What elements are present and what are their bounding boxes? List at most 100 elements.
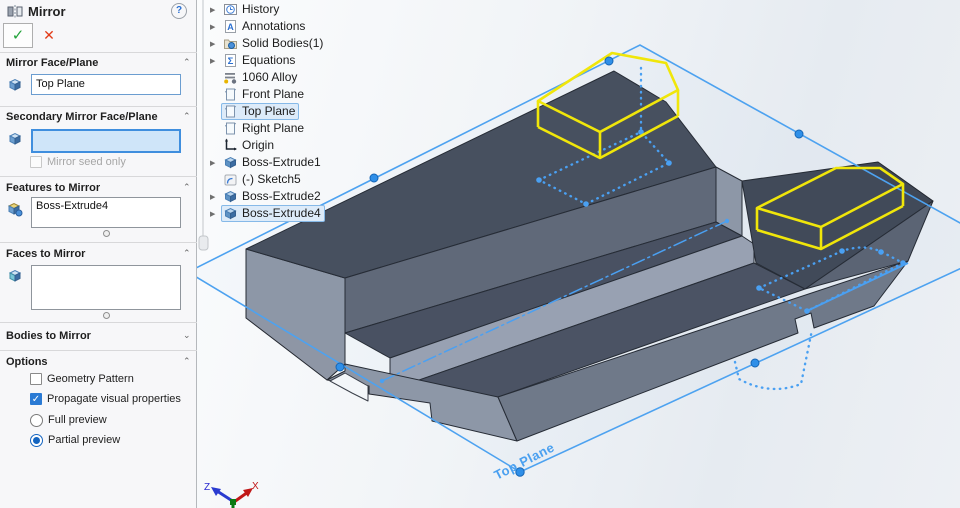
mirror-face-input[interactable]: Top Plane [31,74,181,95]
secondary-mirror-face-input[interactable] [31,129,181,153]
tree-pane-divider[interactable] [198,0,209,251]
svg-text:A: A [227,22,234,32]
mirror-seed-only-label: Mirror seed only [47,156,126,168]
section-faces-header[interactable]: Faces to Mirror [6,248,86,260]
tree-item-boss-extrude2[interactable]: ▶ Boss-Extrude2 [210,188,395,205]
collapse-caret[interactable]: ⌃ [183,356,191,366]
tree-item-body[interactable]: Solid Bodies(1) [221,35,327,52]
ok-button[interactable]: ✓ [3,23,33,48]
tree-item-1060-alloy[interactable]: 1060 Alloy [210,69,395,86]
tree-item-history[interactable]: ▶ History [210,1,395,18]
expand-arrow-icon[interactable]: ▶ [210,40,216,48]
panel-titlebar: Mirror ? [0,0,196,22]
plane-handle-dots[interactable] [335,56,804,477]
tree-item-body[interactable]: Top Plane [221,103,300,120]
part-back-slab-top-face[interactable] [245,70,717,279]
features-list-item[interactable]: Boss-Extrude4 [36,200,109,212]
mirror-preview-box-1 [536,51,680,160]
section-mirror-face-header[interactable]: Mirror Face/Plane [6,57,99,69]
plane-icon [223,87,238,102]
part-wedge-right-face[interactable] [804,200,934,290]
section-features-header[interactable]: Features to Mirror [6,182,101,194]
part-notch [329,372,369,402]
partial-preview-label: Partial preview [48,434,121,446]
preview-vertex-dots [379,129,906,384]
tree-item-sketch5[interactable]: (-) Sketch5 [210,171,395,188]
tree-item-body[interactable]: Right Plane [221,120,308,137]
model-canvas: Top Plane Z X [197,0,960,508]
tree-item-top-plane[interactable]: Top Plane [210,103,395,120]
tree-item-label: Right Plane [242,121,305,135]
divider [0,106,197,107]
expand-arrow-icon[interactable]: ▶ [210,193,216,201]
full-preview-radio[interactable] [30,414,43,427]
equations-icon: Σ [223,53,238,68]
features-to-mirror-listbox[interactable]: Boss-Extrude4 [31,197,181,228]
annotations-icon: A [223,19,238,34]
section-options-header[interactable]: Options [6,356,48,368]
propagate-visual-properties-checkbox[interactable]: ✓ [30,393,42,405]
plane-icon [223,104,238,119]
collapse-caret[interactable]: ⌃ [183,182,191,192]
listbox-resize-handle[interactable] [103,230,110,237]
mirror-feature-icon [7,4,23,24]
tree-item-boss-extrude4[interactable]: ▶ Boss-Extrude4 [210,205,395,222]
triad-x-label: X [252,481,259,492]
cancel-button[interactable]: ✕ [43,27,55,43]
divider [0,322,197,323]
tree-item-body[interactable]: History [221,1,283,18]
tree-item-body[interactable]: Boss-Extrude1 [221,154,325,171]
expand-arrow-icon[interactable]: ▶ [210,6,216,14]
full-preview-label: Full preview [48,414,107,426]
geometry-pattern-checkbox[interactable] [30,373,42,385]
history-icon [223,2,238,17]
tree-item-front-plane[interactable]: Front Plane [210,86,395,103]
origin-icon [223,138,238,153]
solid-bodies-icon [223,36,238,51]
section-secondary-face-header[interactable]: Secondary Mirror Face/Plane [6,111,158,123]
section-bodies-header[interactable]: Bodies to Mirror [6,330,91,342]
tree-item-label: Top Plane [242,104,296,118]
features-selection-icon [6,201,23,222]
tree-item-body[interactable]: (-) Sketch5 [221,171,305,188]
listbox-resize-handle[interactable] [103,312,110,319]
boss-icon [223,206,238,221]
faces-to-mirror-listbox[interactable] [31,265,181,310]
expand-arrow-icon[interactable]: ▶ [210,159,216,167]
expand-caret[interactable]: ⌄ [183,330,191,340]
tree-item-body[interactable]: Boss-Extrude2 [221,188,325,205]
mirror-seed-only-checkbox[interactable] [30,156,42,168]
help-icon[interactable]: ? [171,3,187,19]
tree-item-body[interactable]: Origin [221,137,278,154]
expand-arrow-icon[interactable]: ▶ [210,210,216,218]
panel-title: Mirror [28,4,66,19]
partial-preview-radio[interactable] [30,434,43,447]
tree-item-body[interactable]: Front Plane [221,86,308,103]
divider [0,52,197,53]
collapse-caret[interactable]: ⌃ [183,57,191,67]
tree-item-origin[interactable]: Origin [210,137,395,154]
top-plane-boundary[interactable] [197,44,960,473]
collapse-caret[interactable]: ⌃ [183,248,191,258]
tree-item-right-plane[interactable]: Right Plane [210,120,395,137]
part-front-right-face[interactable] [497,260,909,442]
collapse-caret[interactable]: ⌃ [183,111,191,121]
tree-item-boss-extrude1[interactable]: ▶ Boss-Extrude1 [210,154,395,171]
svg-text:Σ: Σ [228,56,234,67]
boss-icon [223,189,238,204]
expand-arrow-icon[interactable]: ▶ [210,57,216,65]
part-body[interactable] [245,70,934,442]
expand-arrow-icon[interactable]: ▶ [210,23,216,31]
faces-selection-icon [7,268,23,289]
sketch-icon [223,172,238,187]
mirror-preview-box-2 [755,166,905,251]
propagate-visual-properties-label: Propagate visual properties [47,393,181,405]
tree-item-solid-bodies-1[interactable]: ▶ Solid Bodies(1) [210,35,395,52]
tree-item-body[interactable]: 1060 Alloy [221,69,301,86]
tree-item-body[interactable]: Boss-Extrude4 [221,205,325,222]
